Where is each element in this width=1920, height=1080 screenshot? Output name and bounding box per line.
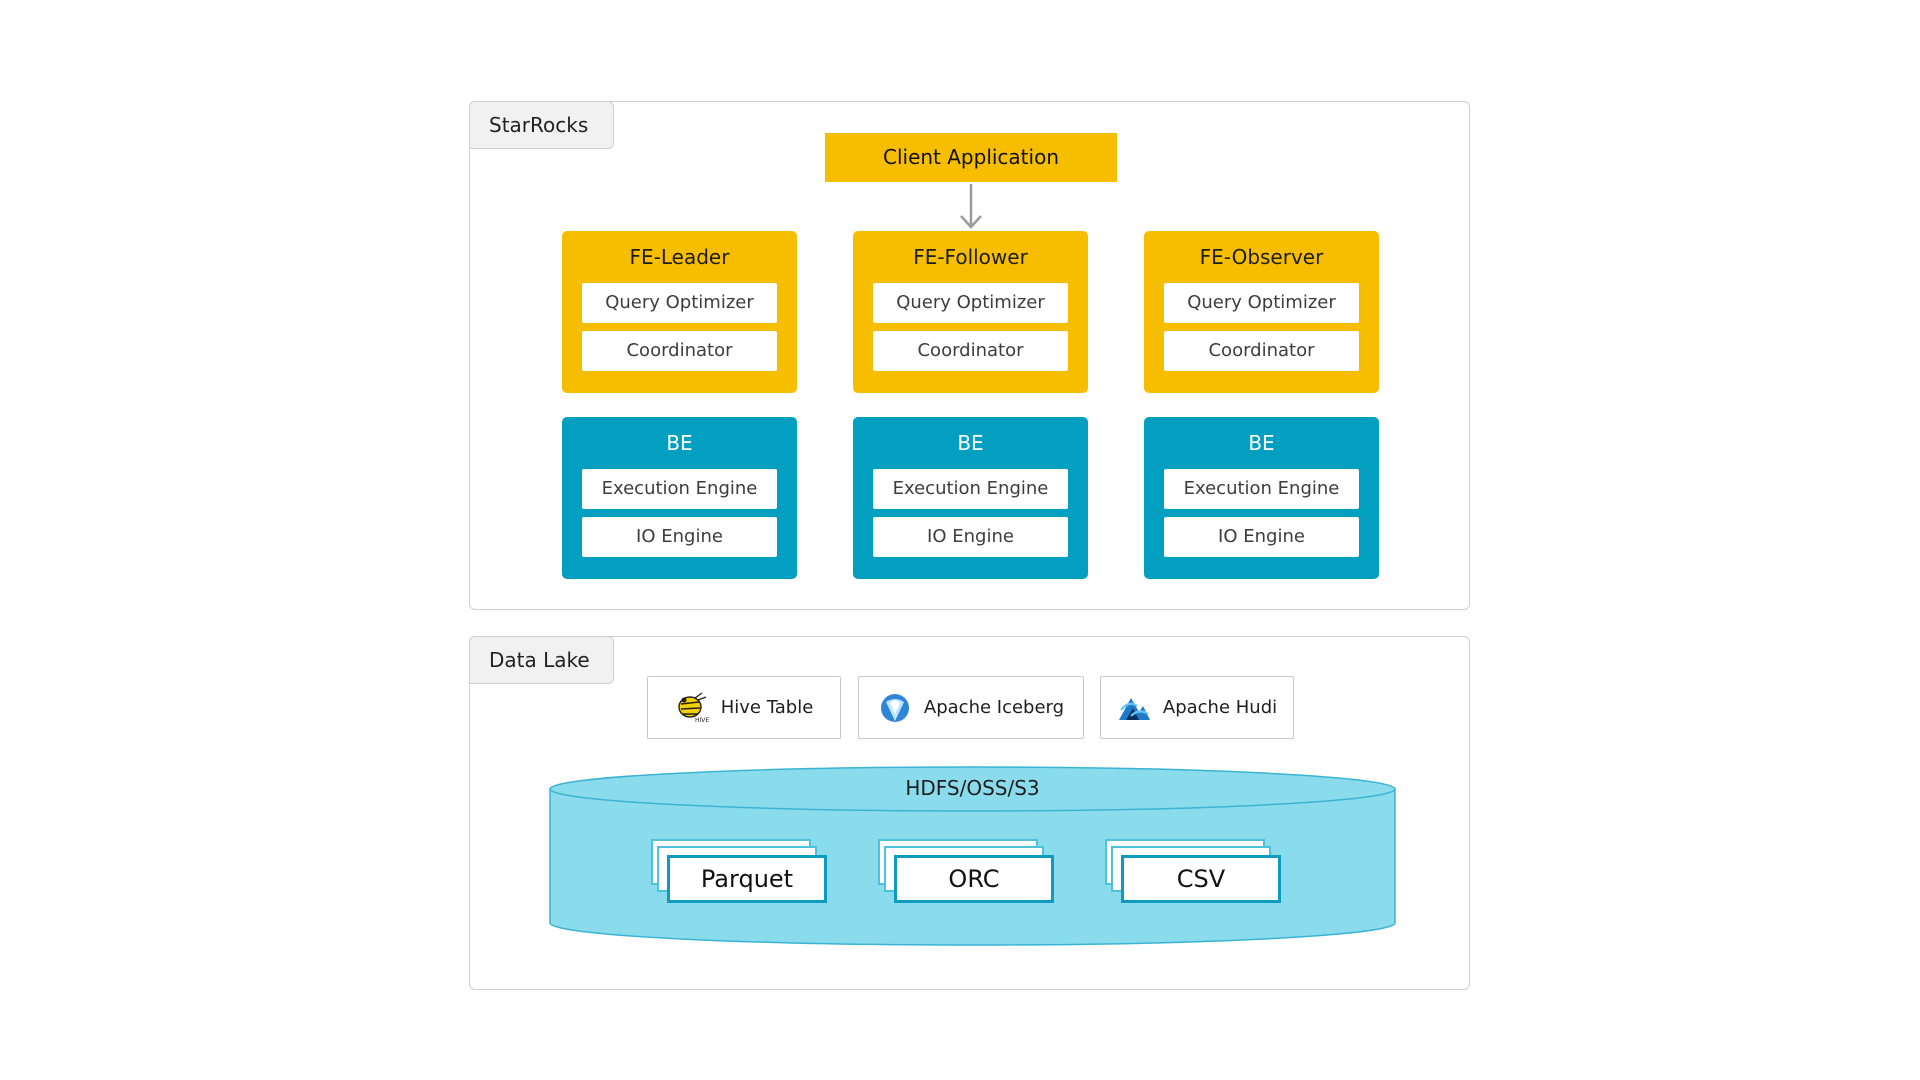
apache-hudi-box: Apache Hudi [1100,676,1294,739]
csv-label: CSV [1121,855,1281,903]
apache-hudi-label: Apache Hudi [1162,697,1278,718]
down-arrow-icon [960,184,982,229]
node-title: BE [1248,431,1275,455]
starrocks-section-label: StarRocks [469,101,614,149]
execution-engine: Execution Engine [873,469,1068,509]
storage-label: HDFS/OSS/S3 [905,776,1040,800]
query-optimizer: Query Optimizer [1164,283,1359,323]
node-title: FE-Follower [913,245,1028,269]
be-node: BE Execution Engine IO Engine [562,417,797,579]
orc-label: ORC [894,855,1054,903]
iceberg-icon [880,693,909,722]
apache-iceberg-label: Apache Iceberg [923,697,1065,718]
coordinator: Coordinator [873,331,1068,371]
query-optimizer: Query Optimizer [582,283,777,323]
fe-leader-node: FE-Leader Query Optimizer Coordinator [562,231,797,393]
node-title: FE-Observer [1199,245,1324,269]
execution-engine: Execution Engine [1164,469,1359,509]
parquet-label: Parquet [667,855,827,903]
hive-icon: HIVE [678,691,709,724]
be-node: BE Execution Engine IO Engine [853,417,1088,579]
datalake-section-label: Data Lake [469,636,614,684]
apache-iceberg-box: Apache Iceberg [858,676,1084,739]
client-application-box: Client Application [825,133,1117,182]
io-engine: IO Engine [1164,517,1359,557]
query-optimizer: Query Optimizer [873,283,1068,323]
coordinator: Coordinator [1164,331,1359,371]
csv-file-stack: CSV [1105,839,1285,905]
hudi-icon [1118,697,1150,720]
node-title: FE-Leader [629,245,730,269]
hive-table-box: HIVE Hive Table [647,676,841,739]
fe-follower-node: FE-Follower Query Optimizer Coordinator [853,231,1088,393]
parquet-file-stack: Parquet [651,839,831,905]
svg-text:HIVE: HIVE [695,717,709,724]
orc-file-stack: ORC [878,839,1058,905]
hive-table-label: Hive Table [720,697,814,718]
execution-engine: Execution Engine [582,469,777,509]
be-node: BE Execution Engine IO Engine [1144,417,1379,579]
io-engine: IO Engine [873,517,1068,557]
node-title: BE [957,431,984,455]
coordinator: Coordinator [582,331,777,371]
fe-observer-node: FE-Observer Query Optimizer Coordinator [1144,231,1379,393]
node-title: BE [666,431,693,455]
io-engine: IO Engine [582,517,777,557]
